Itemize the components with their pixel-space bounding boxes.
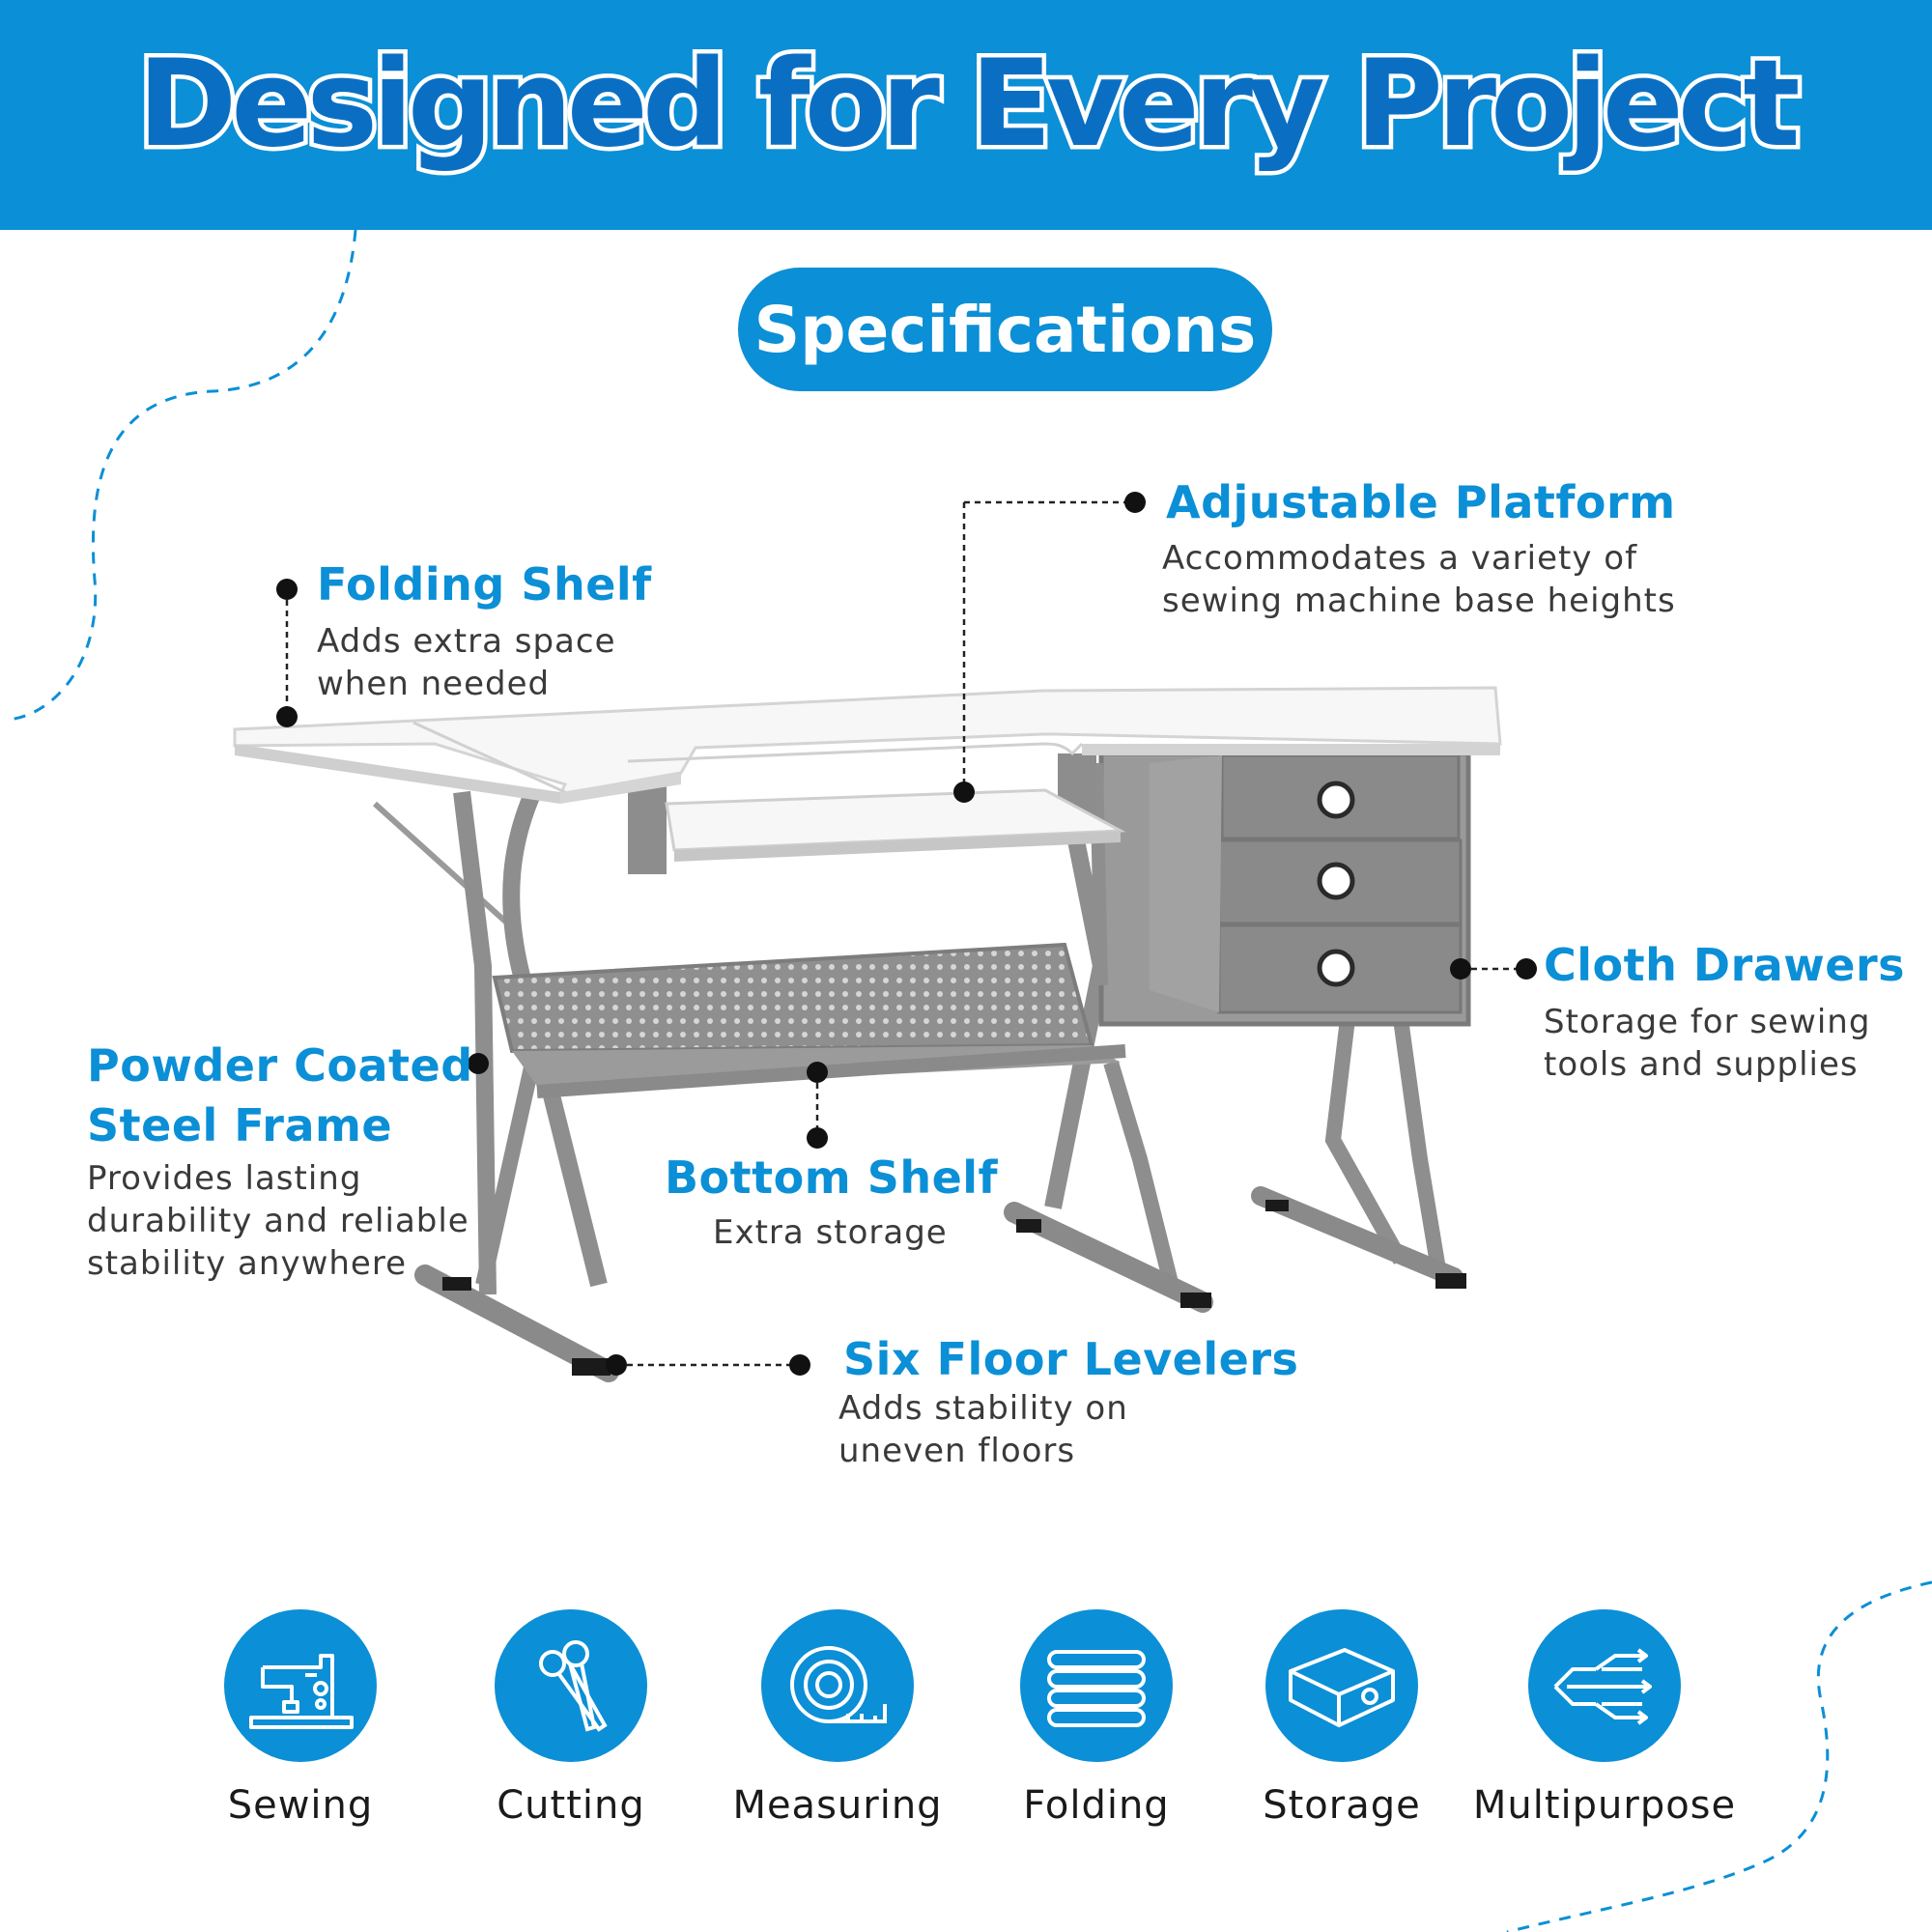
floor-levelers-anchor-dot — [606, 1354, 627, 1376]
storage-box-icon — [1265, 1609, 1418, 1762]
floor-levelers-title: Six Floor Levelers — [843, 1333, 1299, 1385]
folded-fabric-icon — [1020, 1609, 1173, 1762]
use-label-sewing: Sewing — [227, 1783, 374, 1828]
folding-shelf-desc: Adds extra space when needed — [317, 622, 616, 703]
folding-shelf-anchor-dot — [276, 706, 298, 727]
sewing-machine-icon — [224, 1609, 377, 1762]
bottom-shelf-anchor-dot — [807, 1062, 828, 1083]
page-title: Designed for Every Project — [133, 31, 1804, 179]
adjustable-platform-title: Adjustable Platform — [1166, 476, 1676, 528]
folding-shelf-title: Folding Shelf — [317, 558, 652, 611]
adjustable-platform-dot — [1124, 492, 1146, 513]
scissors-icon — [495, 1609, 647, 1762]
use-label-folding: Folding — [1023, 1783, 1170, 1828]
use-label-storage: Storage — [1263, 1783, 1421, 1828]
adjustable-platform-desc: Accommodates a variety of sewing machine… — [1162, 539, 1676, 620]
bottom-shelf-desc: Extra storage — [713, 1213, 948, 1252]
cloth-drawers-desc: Storage for sewing tools and supplies — [1544, 1003, 1871, 1084]
bottom-shelf-dot — [807, 1127, 828, 1149]
steel-frame-dot — [468, 1053, 489, 1074]
use-label-multipurpose: Multipurpose — [1472, 1783, 1737, 1828]
specifications-pill: Specifications — [738, 268, 1272, 391]
adjustable-platform-anchor-dot — [953, 781, 975, 803]
tape-measure-icon — [761, 1609, 914, 1762]
cloth-drawers-dot — [1516, 958, 1537, 980]
folding-shelf-dot — [276, 579, 298, 600]
multi-arrows-icon — [1528, 1609, 1681, 1762]
cloth-drawers-title: Cloth Drawers — [1544, 939, 1906, 991]
steel-frame-title: Powder Coated Steel Frame — [87, 1039, 473, 1151]
floor-levelers-dot — [789, 1354, 810, 1376]
steel-frame-desc: Provides lasting durability and reliable… — [87, 1159, 469, 1283]
bottom-shelf-title: Bottom Shelf — [665, 1151, 999, 1204]
floor-levelers-desc: Adds stability on uneven floors — [838, 1389, 1128, 1470]
use-label-cutting: Cutting — [497, 1783, 645, 1828]
use-label-measuring: Measuring — [732, 1783, 943, 1828]
cloth-drawers-anchor-dot — [1450, 958, 1471, 980]
header-banner: Designed for Every Project — [0, 0, 1932, 230]
